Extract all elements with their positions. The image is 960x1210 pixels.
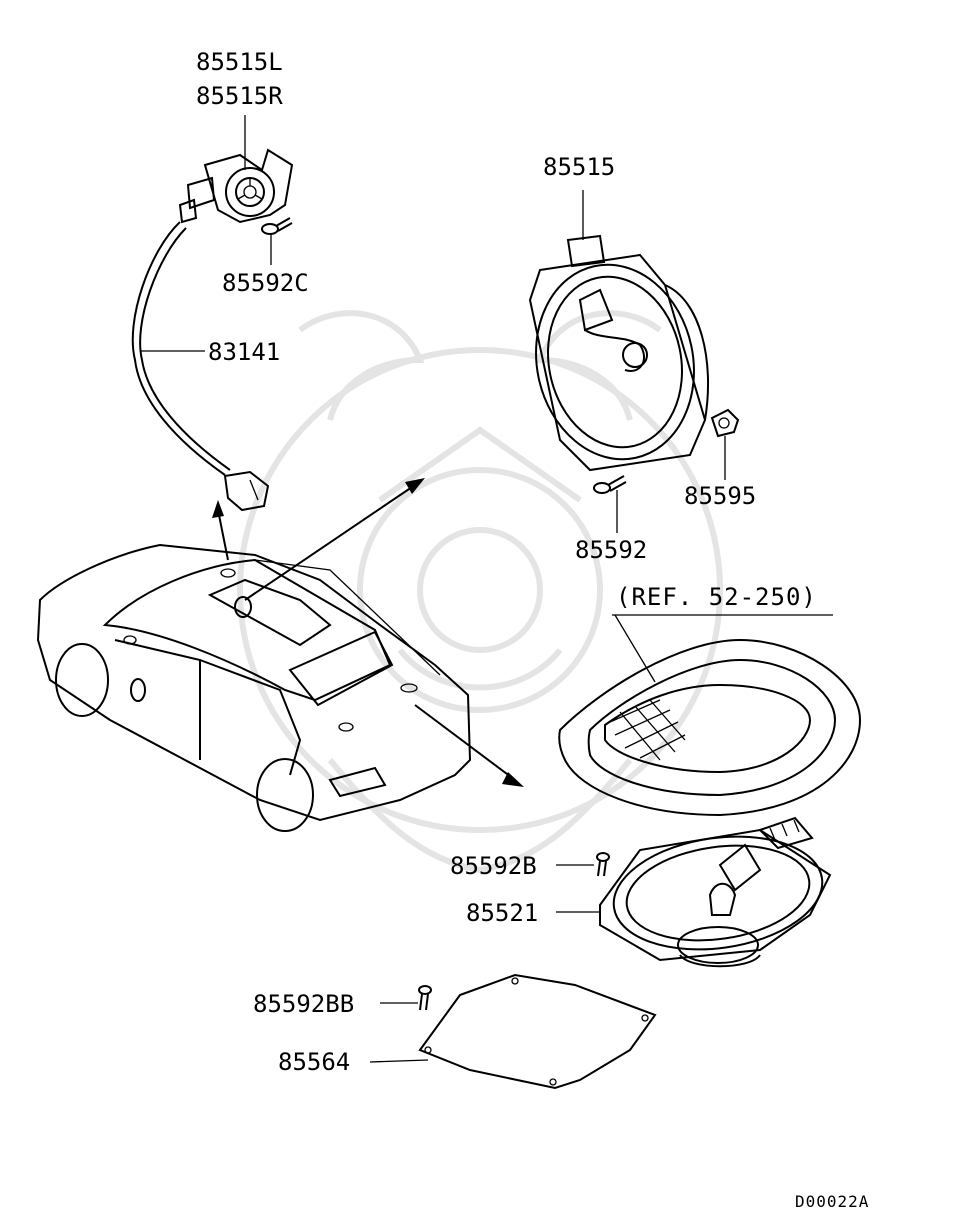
rear-speaker <box>599 816 832 968</box>
rear-screw <box>596 852 610 877</box>
label-harness: 83141 <box>208 338 280 366</box>
label-cover-screw: 85592BB <box>253 990 354 1018</box>
cover-plate <box>418 973 657 1090</box>
label-front-screw: 85592 <box>575 536 647 564</box>
label-reference: (REF. 52-250) <box>616 583 817 611</box>
label-tweeter-left: 85515L <box>196 48 283 76</box>
diagram-code: D00022A <box>795 1192 869 1210</box>
cover-screw <box>418 985 432 1011</box>
rear-shelf-bezel <box>558 638 862 817</box>
front-speaker <box>528 234 709 472</box>
pointer-arrows <box>212 478 524 787</box>
tweeter-assembly <box>178 148 294 224</box>
label-clip: 85595 <box>684 482 756 510</box>
leader-lines <box>140 115 833 1063</box>
car-illustration <box>36 543 472 832</box>
label-tweeter-screw: 85592C <box>222 269 309 297</box>
label-rear-screw: 85592B <box>450 852 537 880</box>
clip-fastener <box>710 408 740 438</box>
watermark-emblem <box>237 310 723 874</box>
label-rear-speaker: 85521 <box>466 899 538 927</box>
label-cover: 85564 <box>278 1048 350 1076</box>
tweeter-screw <box>261 217 293 235</box>
label-tweeter-right: 85515R <box>196 82 283 110</box>
label-front-speaker: 85515 <box>543 153 615 181</box>
front-screw <box>593 475 627 494</box>
harness-cable <box>131 221 270 512</box>
